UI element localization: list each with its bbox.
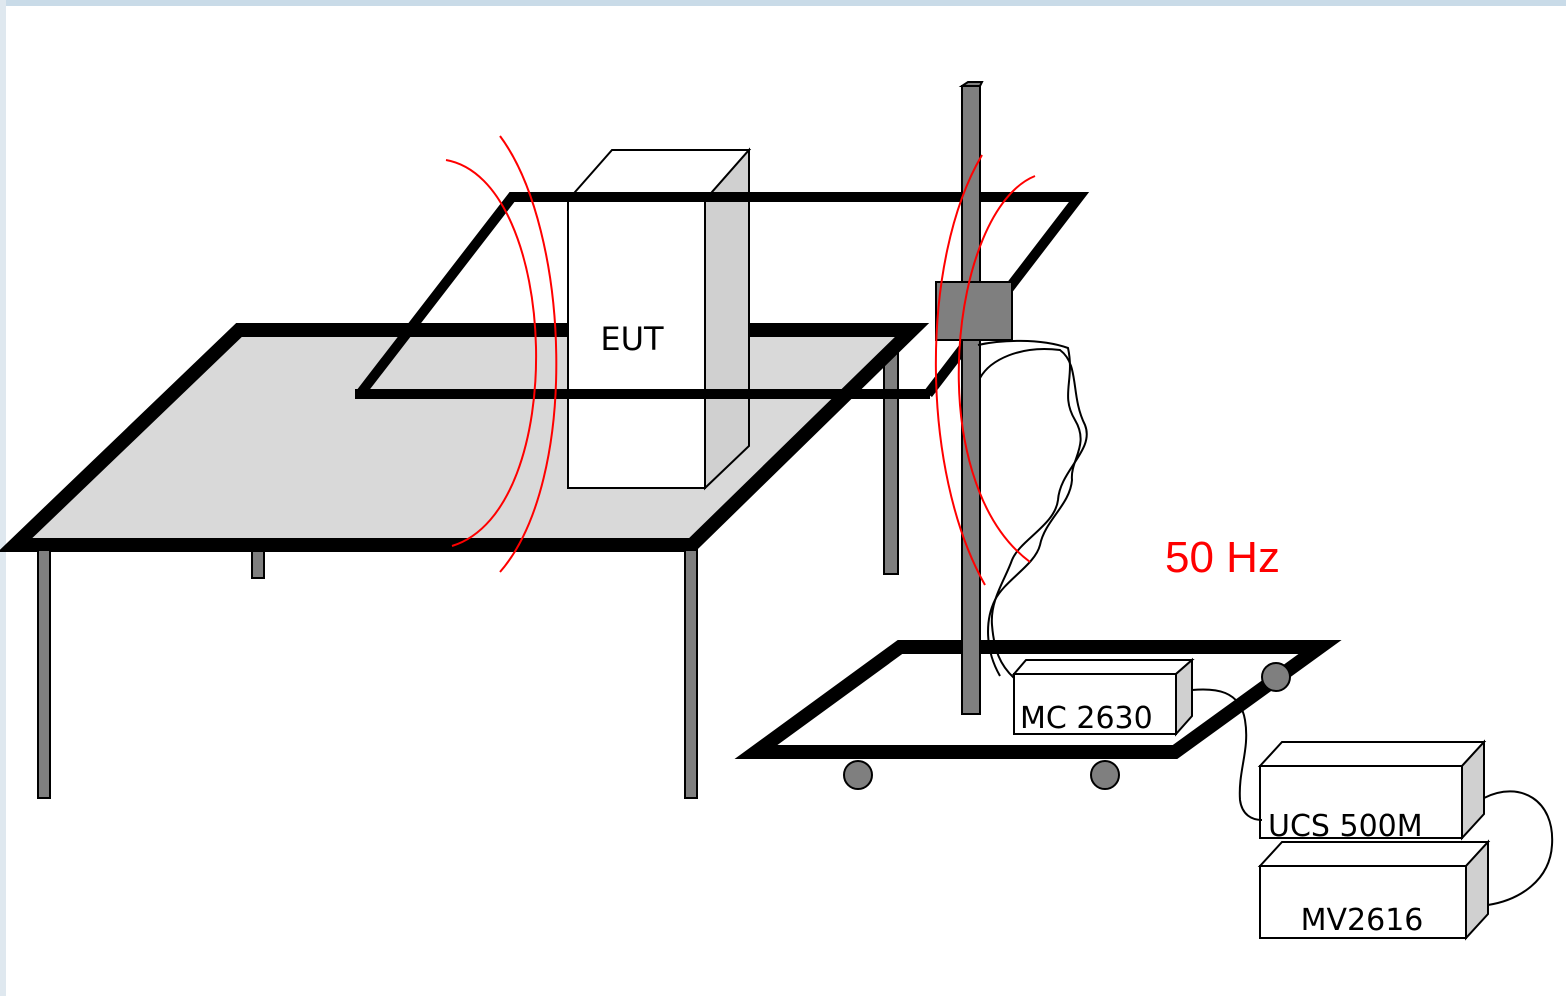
coil-clamp: [935, 281, 1013, 341]
field-line-left-outer: [499, 135, 558, 573]
left-frame-edge: [0, 0, 6, 996]
stand-base: [734, 640, 1342, 759]
mc-to-ucs-cable: [1191, 688, 1263, 821]
table-leg-front-left: [37, 549, 51, 799]
stand-pole: [961, 85, 981, 715]
table-leg-back-left: [251, 547, 265, 579]
eut-label: EUT: [600, 320, 664, 358]
wheel-front-left: [843, 760, 873, 790]
mc2630-box-front: [1013, 673, 1177, 735]
field-line-right-outer: [957, 175, 1036, 563]
table-top: [0, 323, 930, 552]
cables: [977, 339, 1554, 906]
coil-cable-b: [979, 348, 1088, 679]
top-frame-edge: [0, 0, 1566, 6]
ucs500m-label: UCS 500M: [1268, 809, 1423, 844]
wheel-back-right: [1261, 662, 1291, 692]
coil-cable-a: [977, 339, 1082, 677]
mc2630-box: MC 2630: [1011, 657, 1195, 737]
mv2616-label: MV2616: [1301, 903, 1424, 938]
mc2630-box-side: [1175, 657, 1193, 737]
ucs500m-box-top: [1257, 741, 1487, 767]
mc2630-label: MC 2630: [1020, 701, 1153, 736]
eut-box-front: [567, 199, 706, 489]
mv2616-box-top: [1257, 841, 1491, 867]
mc2630-box-top: [1011, 659, 1195, 675]
coil-stand: [734, 81, 1342, 790]
ucs500m-box: UCS 500M: [1257, 739, 1487, 844]
mv2616-box-front: [1259, 865, 1467, 939]
field-line-left-inner: [445, 159, 537, 547]
table-leg-back-right: [883, 339, 899, 575]
ucs500m-box-front: [1259, 765, 1463, 839]
field-lines: [445, 135, 1036, 586]
ucs-to-mv-cable: [1483, 790, 1554, 906]
eut-box: EUT: [565, 147, 752, 491]
mv2616-box: MV2616: [1257, 839, 1491, 941]
table-leg-front-right: [684, 549, 698, 799]
wheel-front-right: [1090, 760, 1120, 790]
frequency-label: 50 Hz: [1165, 533, 1280, 582]
stand-pole-top: [958, 81, 984, 87]
field-line-right-inner: [934, 154, 986, 586]
